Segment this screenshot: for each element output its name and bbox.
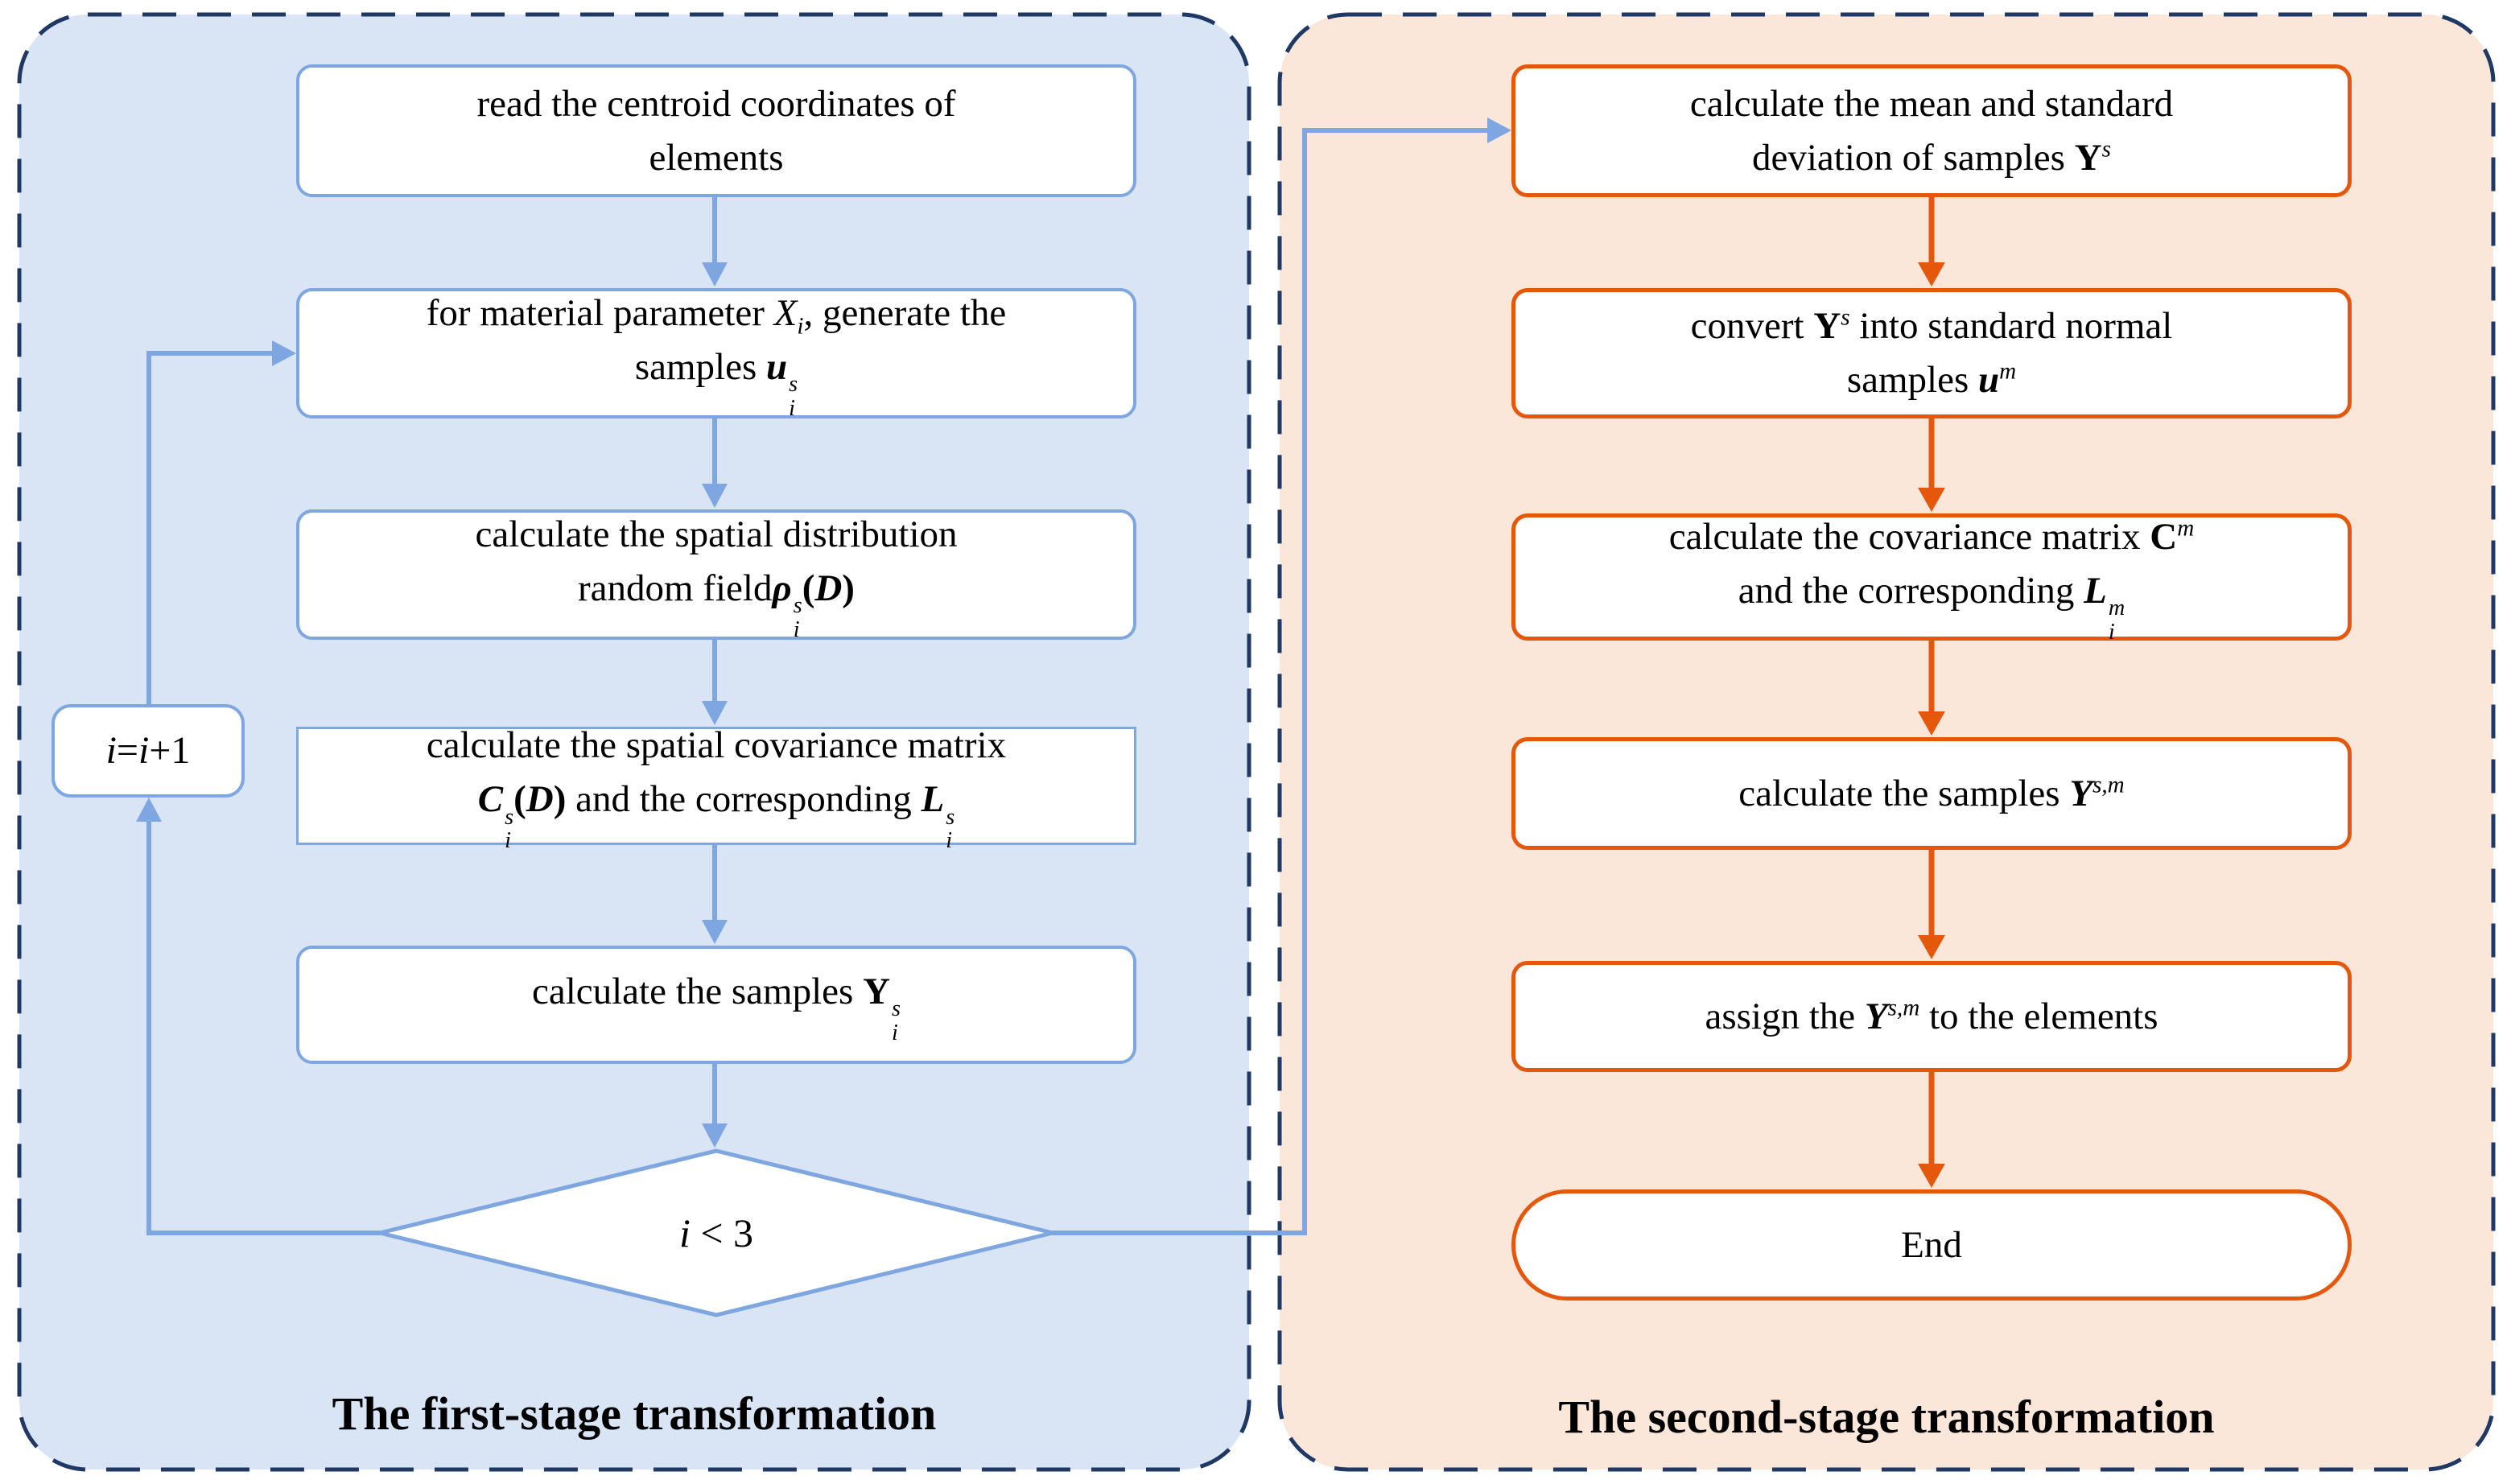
text-line: samples um	[1846, 358, 2017, 401]
arrow-b5-decision	[702, 1064, 728, 1148]
process-spatial-covariance-matrix: calculate the spatial covariance matrix …	[296, 724, 1136, 852]
arrow-r1-r2	[1918, 197, 1945, 286]
arrow-b2-b3	[702, 418, 728, 508]
process-spatial-distribution-random-field: calculate the spatial distribution rando…	[296, 509, 1136, 642]
text-line: convert Ys into standard normal	[1690, 304, 2173, 348]
process-calculate-samples-ysm: calculate the samples Ys,m	[1511, 737, 2352, 850]
process-assign-to-elements: assign the Ys,m to the elements	[1511, 961, 2352, 1072]
arrow-b4-b5	[702, 845, 728, 944]
process-convert-to-standard-normal: convert Ys into standard normal samples …	[1511, 288, 2352, 418]
first-stage-label: The first-stage transformation	[332, 1387, 937, 1440]
arrow-r3-r4	[1918, 641, 1945, 736]
arrow-r2-r3	[1918, 418, 1945, 512]
text-line: i < 3	[678, 1210, 754, 1255]
process-increment-counter: i=i+1	[52, 704, 245, 798]
decision-i-less-than-3-label: i < 3	[380, 1193, 1053, 1273]
text-line: deviation of samples Ys	[1751, 135, 2111, 179]
process-read-centroid-coordinates: read the centroid coordinates of element…	[296, 64, 1136, 197]
text-line: calculate the spatial distribution	[475, 513, 958, 555]
text-line: for material parameter Xi, generate the	[426, 291, 1007, 340]
arrow-counter-b2-loop	[146, 340, 296, 704]
process-generate-samples: for material parameter Xi, generate the …	[296, 288, 1136, 421]
arrow-decision-counter-loop	[136, 798, 380, 1235]
text-line: End	[1901, 1223, 1962, 1266]
text-line: calculate the spatial covariance matrix	[426, 724, 1007, 767]
text-line: elements	[649, 136, 784, 179]
process-covariance-matrix-cm: calculate the covariance matrix Cm and t…	[1511, 513, 2352, 644]
arrow-b3-b4	[702, 640, 728, 725]
arrow-r4-r5	[1918, 850, 1945, 959]
text-line: calculate the mean and standard	[1689, 82, 2174, 125]
arrow-r5-end	[1918, 1072, 1945, 1188]
text-line: calculate the covariance matrix Cm	[1668, 515, 2195, 558]
arrow-decision-r1-crossover	[1053, 117, 1511, 1235]
text-line: assign the Ys,m to the elements	[1705, 994, 2158, 1037]
text-line: read the centroid coordinates of	[476, 82, 956, 125]
process-mean-and-standard-deviation: calculate the mean and standard deviatio…	[1511, 64, 2352, 197]
text-line: calculate the samples Ys,m	[1738, 771, 2125, 814]
decision-diamond-shape	[379, 1148, 1053, 1317]
arrow-b1-b2	[702, 196, 728, 286]
terminator-end: End	[1511, 1189, 2352, 1301]
text-line: i=i+1	[105, 728, 191, 772]
second-stage-label: The second-stage transformation	[1558, 1391, 2215, 1443]
